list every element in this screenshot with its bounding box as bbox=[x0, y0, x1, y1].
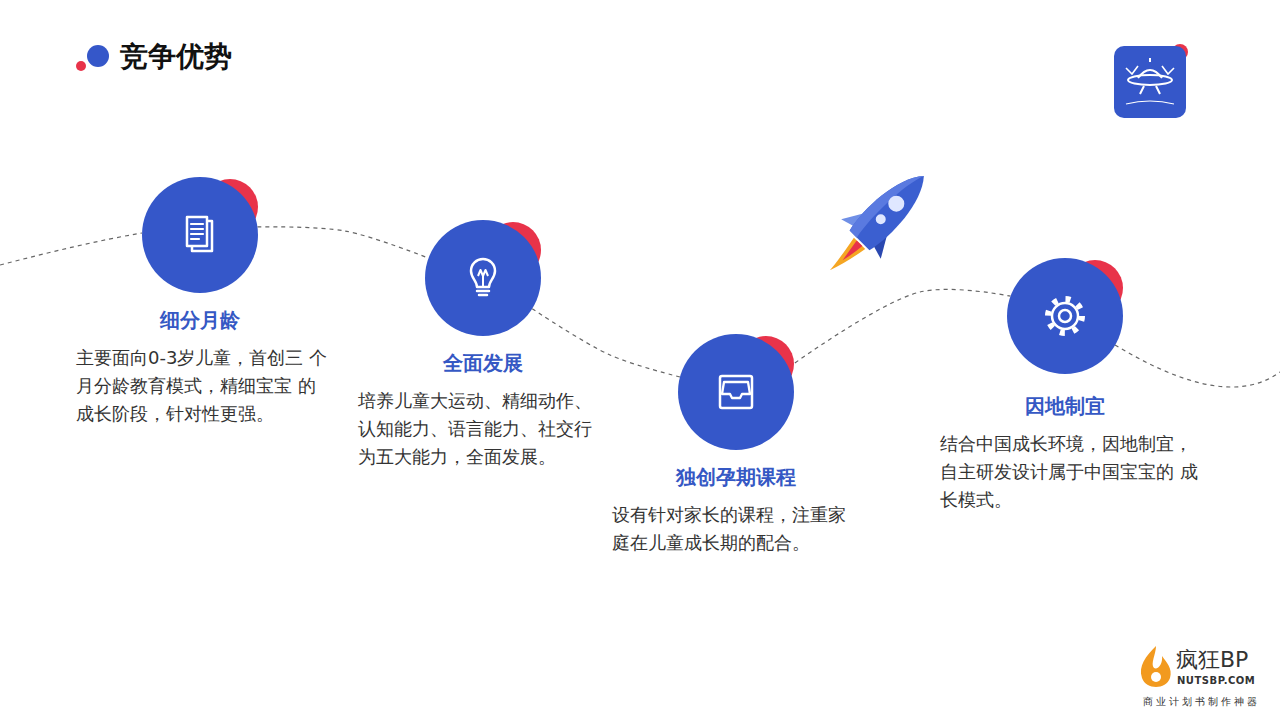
node-circle bbox=[1007, 258, 1123, 374]
node-body: 培养儿童大运动、精细动作、 认知能力、语言能力、社交行 为五大能力，全面发展。 bbox=[358, 387, 614, 471]
node-heading: 细分月龄 bbox=[90, 308, 310, 332]
connector-layer bbox=[257, 227, 1010, 377]
node-heading: 独创孕期课程 bbox=[626, 465, 846, 489]
feature-node: 细分月龄主要面向0-3岁儿童，首创三 个月分龄教育模式，精细宝宝 的成长阶段，针… bbox=[76, 175, 332, 432]
icon-circle bbox=[142, 175, 262, 295]
logo bbox=[1114, 44, 1188, 118]
title-dot bbox=[76, 61, 86, 71]
node-body: 设有针对家长的课程，注重家 庭在儿童成长期的配合。 bbox=[612, 501, 868, 557]
dashed-path bbox=[1115, 345, 1280, 387]
watermark-slogan: 商业计划书制作神器 bbox=[1143, 696, 1260, 708]
dashed-connector bbox=[532, 309, 680, 377]
dashed-connector bbox=[789, 289, 1011, 367]
node-icon bbox=[471, 259, 495, 295]
node-body: 结合中国成长环境，因地制宜， 自主研发设计属于中国宝宝的 成长模式。 bbox=[940, 430, 1210, 514]
feature-node: 因地制宜结合中国成长环境，因地制宜， 自主研发设计属于中国宝宝的 成长模式。 bbox=[940, 256, 1210, 518]
feature-node: 独创孕期课程设有针对家长的课程，注重家 庭在儿童成长期的配合。 bbox=[612, 332, 868, 561]
slide-title: 竞争优势 bbox=[120, 40, 232, 74]
dashed-connector bbox=[257, 227, 428, 258]
node-icon bbox=[720, 376, 752, 408]
dashed-path bbox=[0, 233, 142, 265]
watermark-url: NUTSBP.COM bbox=[1177, 675, 1255, 687]
feature-node: 全面发展培养儿童大运动、精细动作、 认知能力、语言能力、社交行 为五大能力，全面… bbox=[358, 218, 614, 475]
node-circle bbox=[142, 177, 258, 293]
node-heading: 因地制宜 bbox=[955, 394, 1175, 418]
node-heading: 全面发展 bbox=[373, 351, 593, 375]
watermark-icon bbox=[1141, 646, 1171, 687]
node-circle bbox=[425, 220, 541, 336]
title-dot bbox=[87, 45, 109, 67]
node-icon bbox=[187, 217, 212, 251]
node-body: 主要面向0-3岁儿童，首创三 个月分龄教育模式，精细宝宝 的成长阶段，针对性更强… bbox=[76, 344, 332, 428]
node-icon bbox=[1048, 299, 1082, 333]
icon-circle bbox=[425, 218, 545, 338]
node-circle bbox=[678, 334, 794, 450]
rocket-illustration bbox=[810, 156, 944, 290]
watermark-brand: 疯狂BP bbox=[1176, 647, 1248, 673]
icon-circle bbox=[678, 332, 798, 452]
icon-circle bbox=[1007, 256, 1127, 376]
